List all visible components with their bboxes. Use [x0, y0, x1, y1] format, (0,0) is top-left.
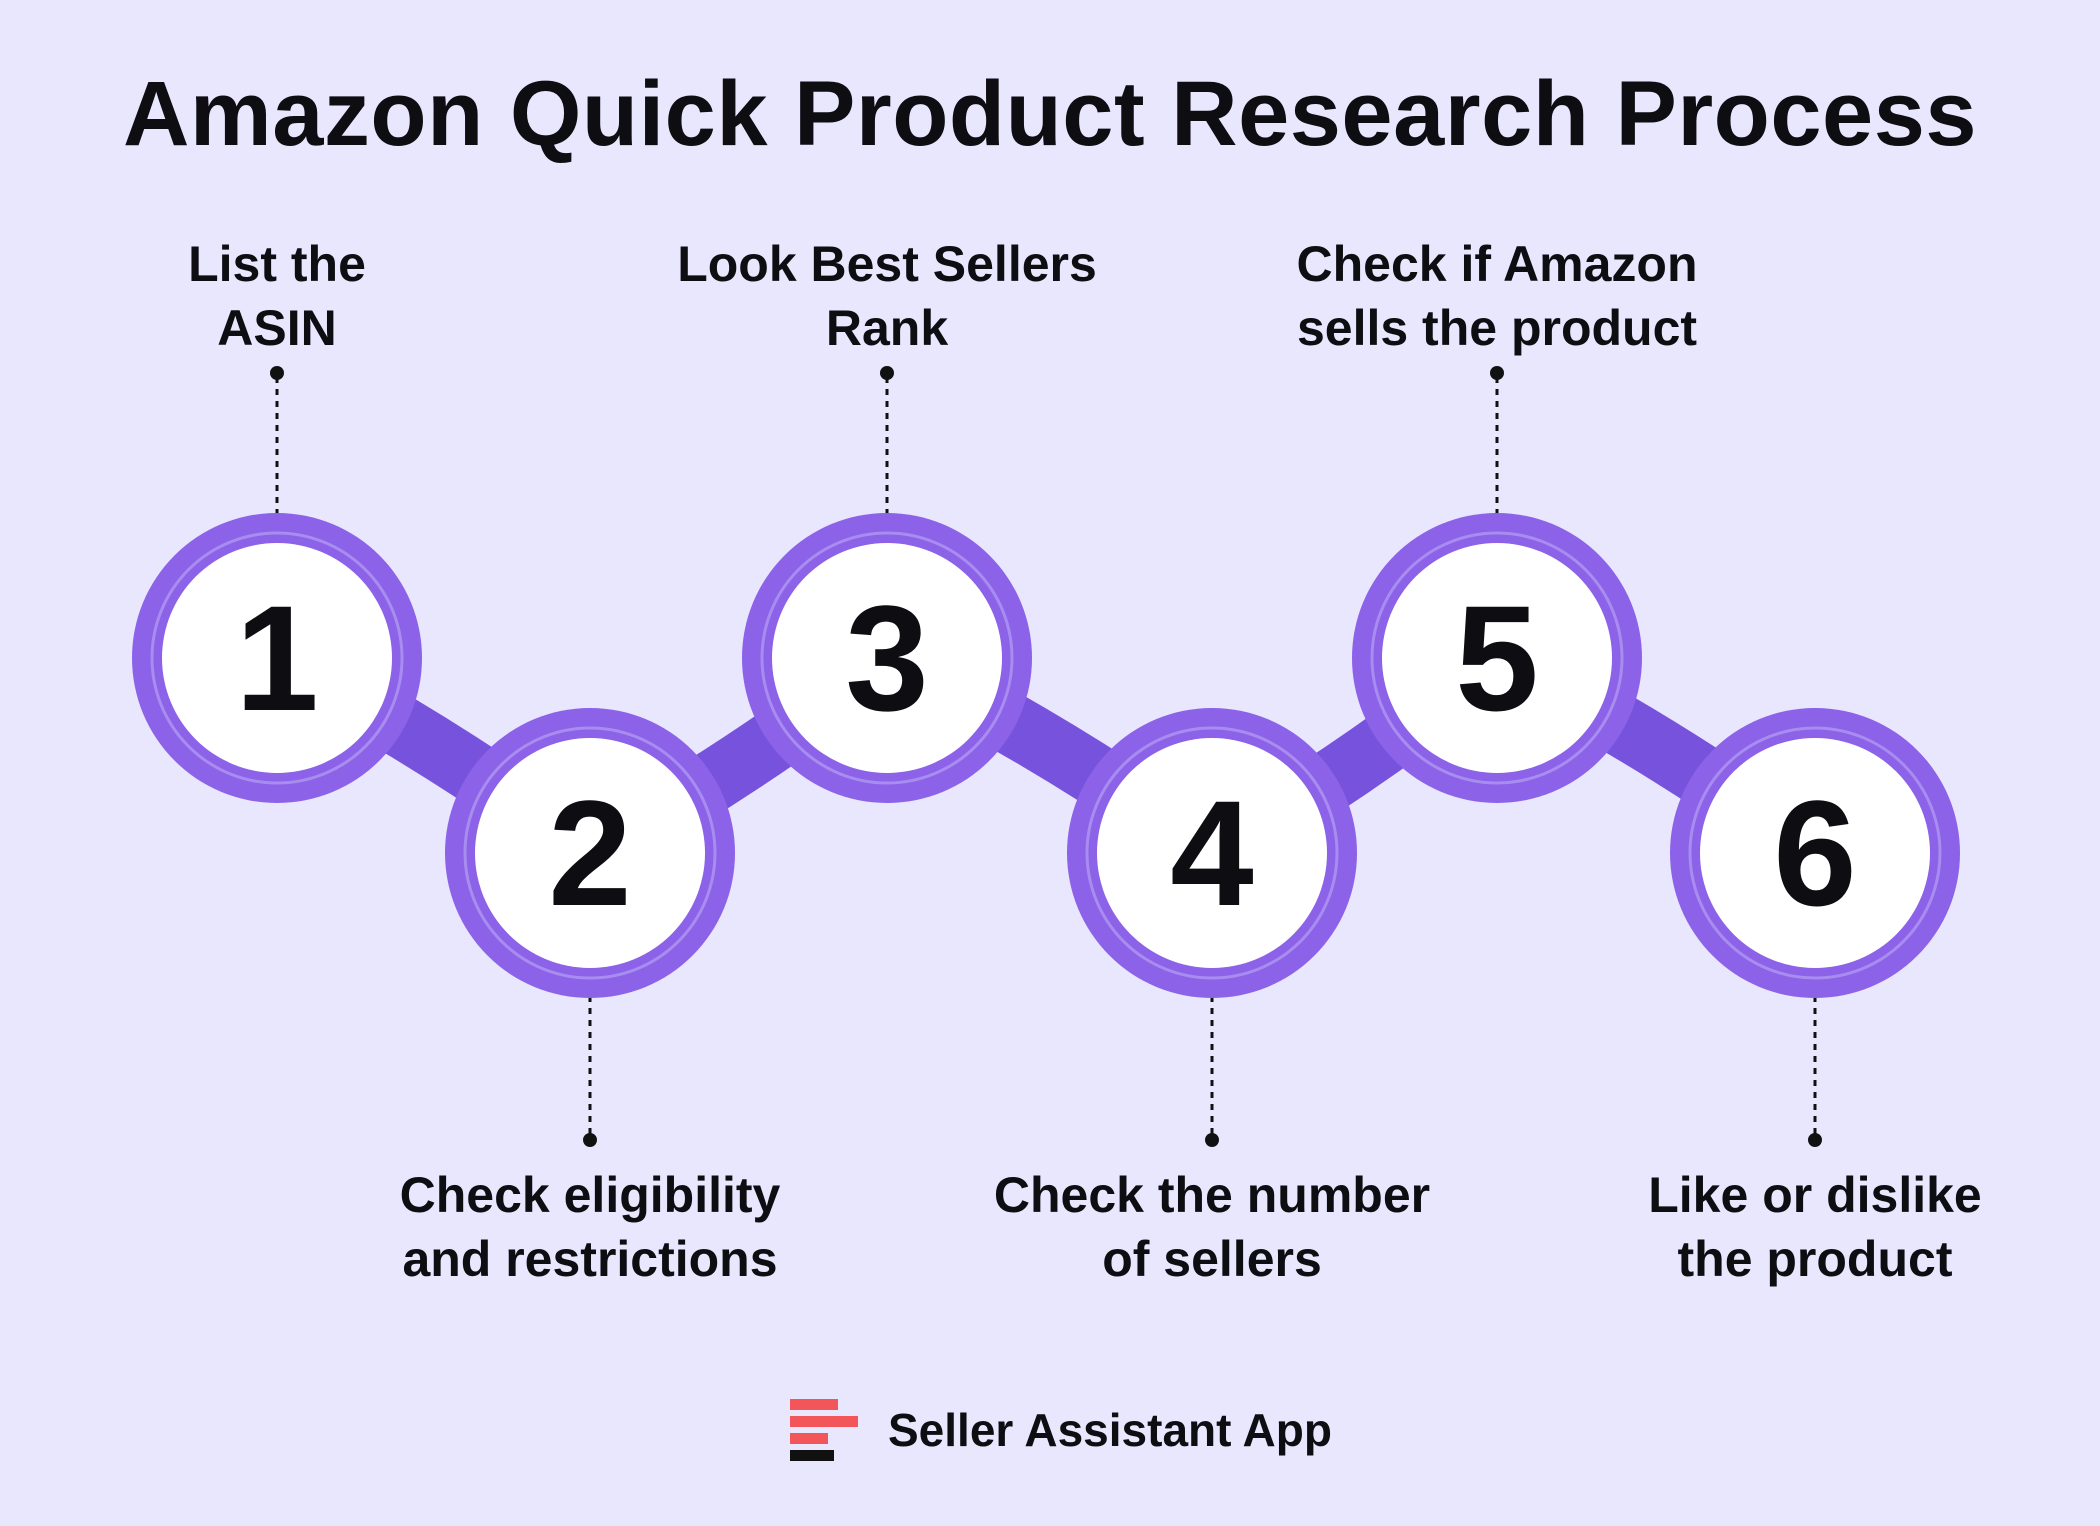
step-node-4: 4 — [1067, 708, 1357, 998]
leader-dot-2 — [583, 1133, 597, 1147]
step-number-5: 5 — [1455, 574, 1538, 742]
step-number-4: 4 — [1170, 769, 1253, 937]
logo-bar-4 — [790, 1450, 834, 1461]
leader-dot-6 — [1808, 1133, 1822, 1147]
step-node-5: 5 — [1352, 513, 1642, 803]
node-face — [162, 543, 392, 773]
step-label-line: the product — [1677, 1231, 1953, 1287]
step-label-line: ASIN — [217, 300, 337, 356]
step-label-line: Check eligibility — [399, 1167, 781, 1223]
leader-dot-5 — [1490, 366, 1504, 380]
step-label-line: and restrictions — [402, 1231, 778, 1287]
step-number-6: 6 — [1773, 769, 1856, 937]
step-label-line: List the — [188, 236, 366, 292]
node-inner-ring — [463, 726, 717, 980]
logo-bar-2 — [790, 1416, 858, 1427]
leader-dot-3 — [880, 366, 894, 380]
node-inner-ring — [150, 531, 404, 785]
step-label-line: Like or dislike — [1648, 1167, 1982, 1223]
node-face — [772, 543, 1002, 773]
node-face — [1700, 738, 1930, 968]
step-label-line: Check if Amazon — [1296, 236, 1698, 292]
label-leader-lines — [270, 366, 1822, 1147]
step-label-line: Rank — [825, 300, 949, 356]
step-label-2: Check eligibility and restrictions — [310, 1163, 870, 1291]
step-label-5: Check if Amazon sells the product — [1217, 232, 1777, 360]
logo-bar-1 — [790, 1399, 838, 1410]
stacked-bars-icon — [790, 1399, 858, 1461]
logo-bar-3 — [790, 1433, 828, 1444]
step-label-line: Look Best Sellers — [677, 236, 1097, 292]
step-number-2: 2 — [548, 769, 631, 937]
leader-dot-1 — [270, 366, 284, 380]
step-node-6: 6 — [1670, 708, 1960, 998]
node-inner-ring — [760, 531, 1014, 785]
node-inner-ring — [1688, 726, 1942, 980]
leader-dot-4 — [1205, 1133, 1219, 1147]
brand-name: Seller Assistant App — [888, 1404, 1332, 1456]
step-number-1: 1 — [235, 574, 318, 742]
step-label-4: Check the number of sellers — [932, 1163, 1492, 1291]
step-node-3: 3 — [742, 513, 1032, 803]
node-inner-ring — [1085, 726, 1339, 980]
node-inner-ring — [1370, 531, 1624, 785]
step-label-line: sells the product — [1296, 300, 1698, 356]
step-nodes: 1 2 3 4 5 6 — [132, 513, 1960, 998]
step-label-line: of sellers — [1102, 1231, 1322, 1287]
node-face — [1097, 738, 1327, 968]
page-title: Amazon Quick Product Research Process — [122, 63, 1978, 165]
step-node-2: 2 — [445, 708, 735, 998]
node-face — [1382, 543, 1612, 773]
node-face — [475, 738, 705, 968]
brand-footer: Seller Assistant App — [790, 1395, 1332, 1465]
step-label-6: Like or dislike the product — [1535, 1163, 2095, 1291]
step-number-3: 3 — [845, 574, 928, 742]
step-label-line: Check the number — [993, 1167, 1431, 1223]
step-node-1: 1 — [132, 513, 422, 803]
